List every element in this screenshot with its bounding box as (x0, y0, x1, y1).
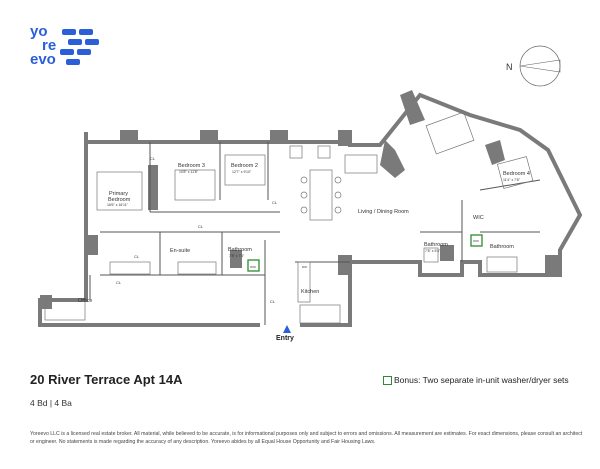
washer-dryer-1 (247, 259, 260, 272)
brand-logo: yo re evo (30, 23, 99, 68)
label-wd-1: W/D (250, 265, 257, 269)
room-labels: Primary Bedroom 16'6" x 16'11" Bedroom 3… (78, 156, 530, 304)
listing-summary: 4 Bd | 4 Ba (30, 398, 72, 408)
label-office: Office (78, 298, 92, 304)
interior-walls (89, 142, 541, 325)
wall-fills (40, 90, 561, 309)
label-cl-2: CL (198, 224, 204, 229)
logo-line-2: re (42, 37, 56, 54)
logo-line-3: evo (30, 51, 56, 68)
label-primary-bedroom-2: Bedroom (108, 197, 131, 203)
dims-bedroom4: 11'4" x 7'8" (503, 178, 521, 182)
label-cl-3: CL (272, 200, 278, 205)
label-wd-2: W/D (473, 239, 480, 243)
washer-legend-icon (383, 375, 392, 385)
listing-title: 20 River Terrace Apt 14A (30, 372, 183, 387)
dims-bedroom2: 12'7" x 9'10" (232, 170, 252, 174)
furniture (44, 111, 534, 324)
label-cl-6: CL (134, 254, 140, 259)
entry-label: Entry (276, 335, 294, 342)
dims-bathroom-1: 7'8" x 7'4" (229, 254, 245, 258)
label-cl-4: CL (270, 299, 276, 304)
label-bathroom-2: Bathroom (424, 242, 448, 248)
washer-dryer-2 (470, 234, 483, 247)
disclaimer: Yoreevo LLC is a licensed real estate br… (30, 431, 583, 445)
label-bathroom-3: Bathroom (490, 244, 514, 250)
label-bathroom-1: Bathroom (228, 247, 252, 253)
label-bedroom4: Bedroom 4 (503, 171, 530, 177)
label-cl-1: CL (150, 156, 156, 161)
dims-bedroom3: 10'8" x 11'8" (179, 170, 199, 174)
label-cl-5: CL (116, 280, 122, 285)
label-living-dining: Living / Dining Room (358, 209, 409, 215)
bonus-note: Bonus: Two separate in-unit washer/dryer… (383, 375, 569, 385)
dims-primary-bedroom: 16'6" x 16'11" (107, 203, 129, 207)
compass-north-label: N (506, 62, 513, 72)
compass: N (506, 45, 561, 87)
label-bedroom3: Bedroom 3 (178, 163, 205, 169)
label-kitchen: Kitchen (301, 289, 319, 295)
logo-line-1: yo (30, 23, 48, 40)
label-primary-bedroom: Primary (109, 191, 128, 197)
label-wic: WIC (473, 215, 484, 221)
entry-arrow-icon (283, 325, 291, 333)
washer-dryer-markers (247, 234, 483, 272)
bonus-text: Bonus: Two separate in-unit washer/dryer… (394, 375, 569, 385)
label-dw: DW (302, 265, 307, 269)
label-bedroom2: Bedroom 2 (231, 163, 258, 169)
label-ensuite: En-suite (170, 248, 190, 254)
dims-bathroom-2: 7'8" x 5'4" (425, 249, 441, 253)
